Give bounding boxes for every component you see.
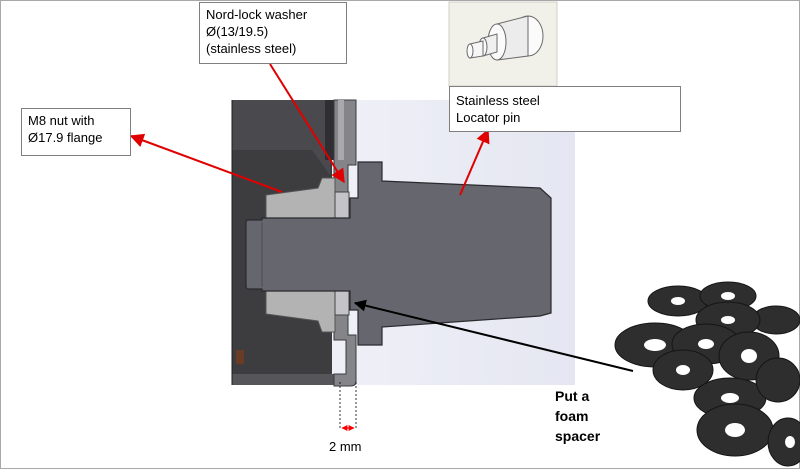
locator-pin-section: [245, 161, 552, 346]
pin-arrow: [459, 128, 490, 196]
washer-callout-line2: Ø(13/19.5): [206, 24, 269, 39]
washer-callout-line3: (stainless steel): [206, 41, 297, 56]
nut-callout-line1: M8 nut with: [28, 113, 95, 128]
pin-callout-line1: Stainless steel: [456, 93, 540, 108]
nut-callout: M8 nut with Ø17.9 flange: [21, 108, 131, 156]
foam-label-line1: Put a: [555, 388, 590, 404]
pin-callout-line2: Locator pin: [456, 110, 521, 125]
pin-callout: Stainless steel Locator pin: [449, 86, 681, 132]
washer-arrow: [269, 63, 345, 184]
dimension-label: 2 mm: [329, 439, 362, 454]
washer-callout: Nord-lock washer Ø(13/19.5) (stainless s…: [199, 2, 347, 64]
foam-spacer-arrow: [353, 299, 634, 372]
foam-label-line2: foam: [555, 408, 589, 424]
foam-label-line3: spacer: [555, 428, 601, 444]
foam-spacer-label: Put a foam spacer: [555, 386, 600, 446]
nut-arrow: [129, 133, 283, 193]
nord-lock-washer-section: [334, 191, 350, 316]
locator-pin-thumbnail: [448, 1, 558, 87]
dimension-2mm: [339, 382, 357, 431]
foam-washers-photo: [614, 281, 800, 467]
washer-callout-line1: Nord-lock washer: [206, 7, 308, 22]
nut-callout-line2: Ø17.9 flange: [28, 130, 103, 145]
